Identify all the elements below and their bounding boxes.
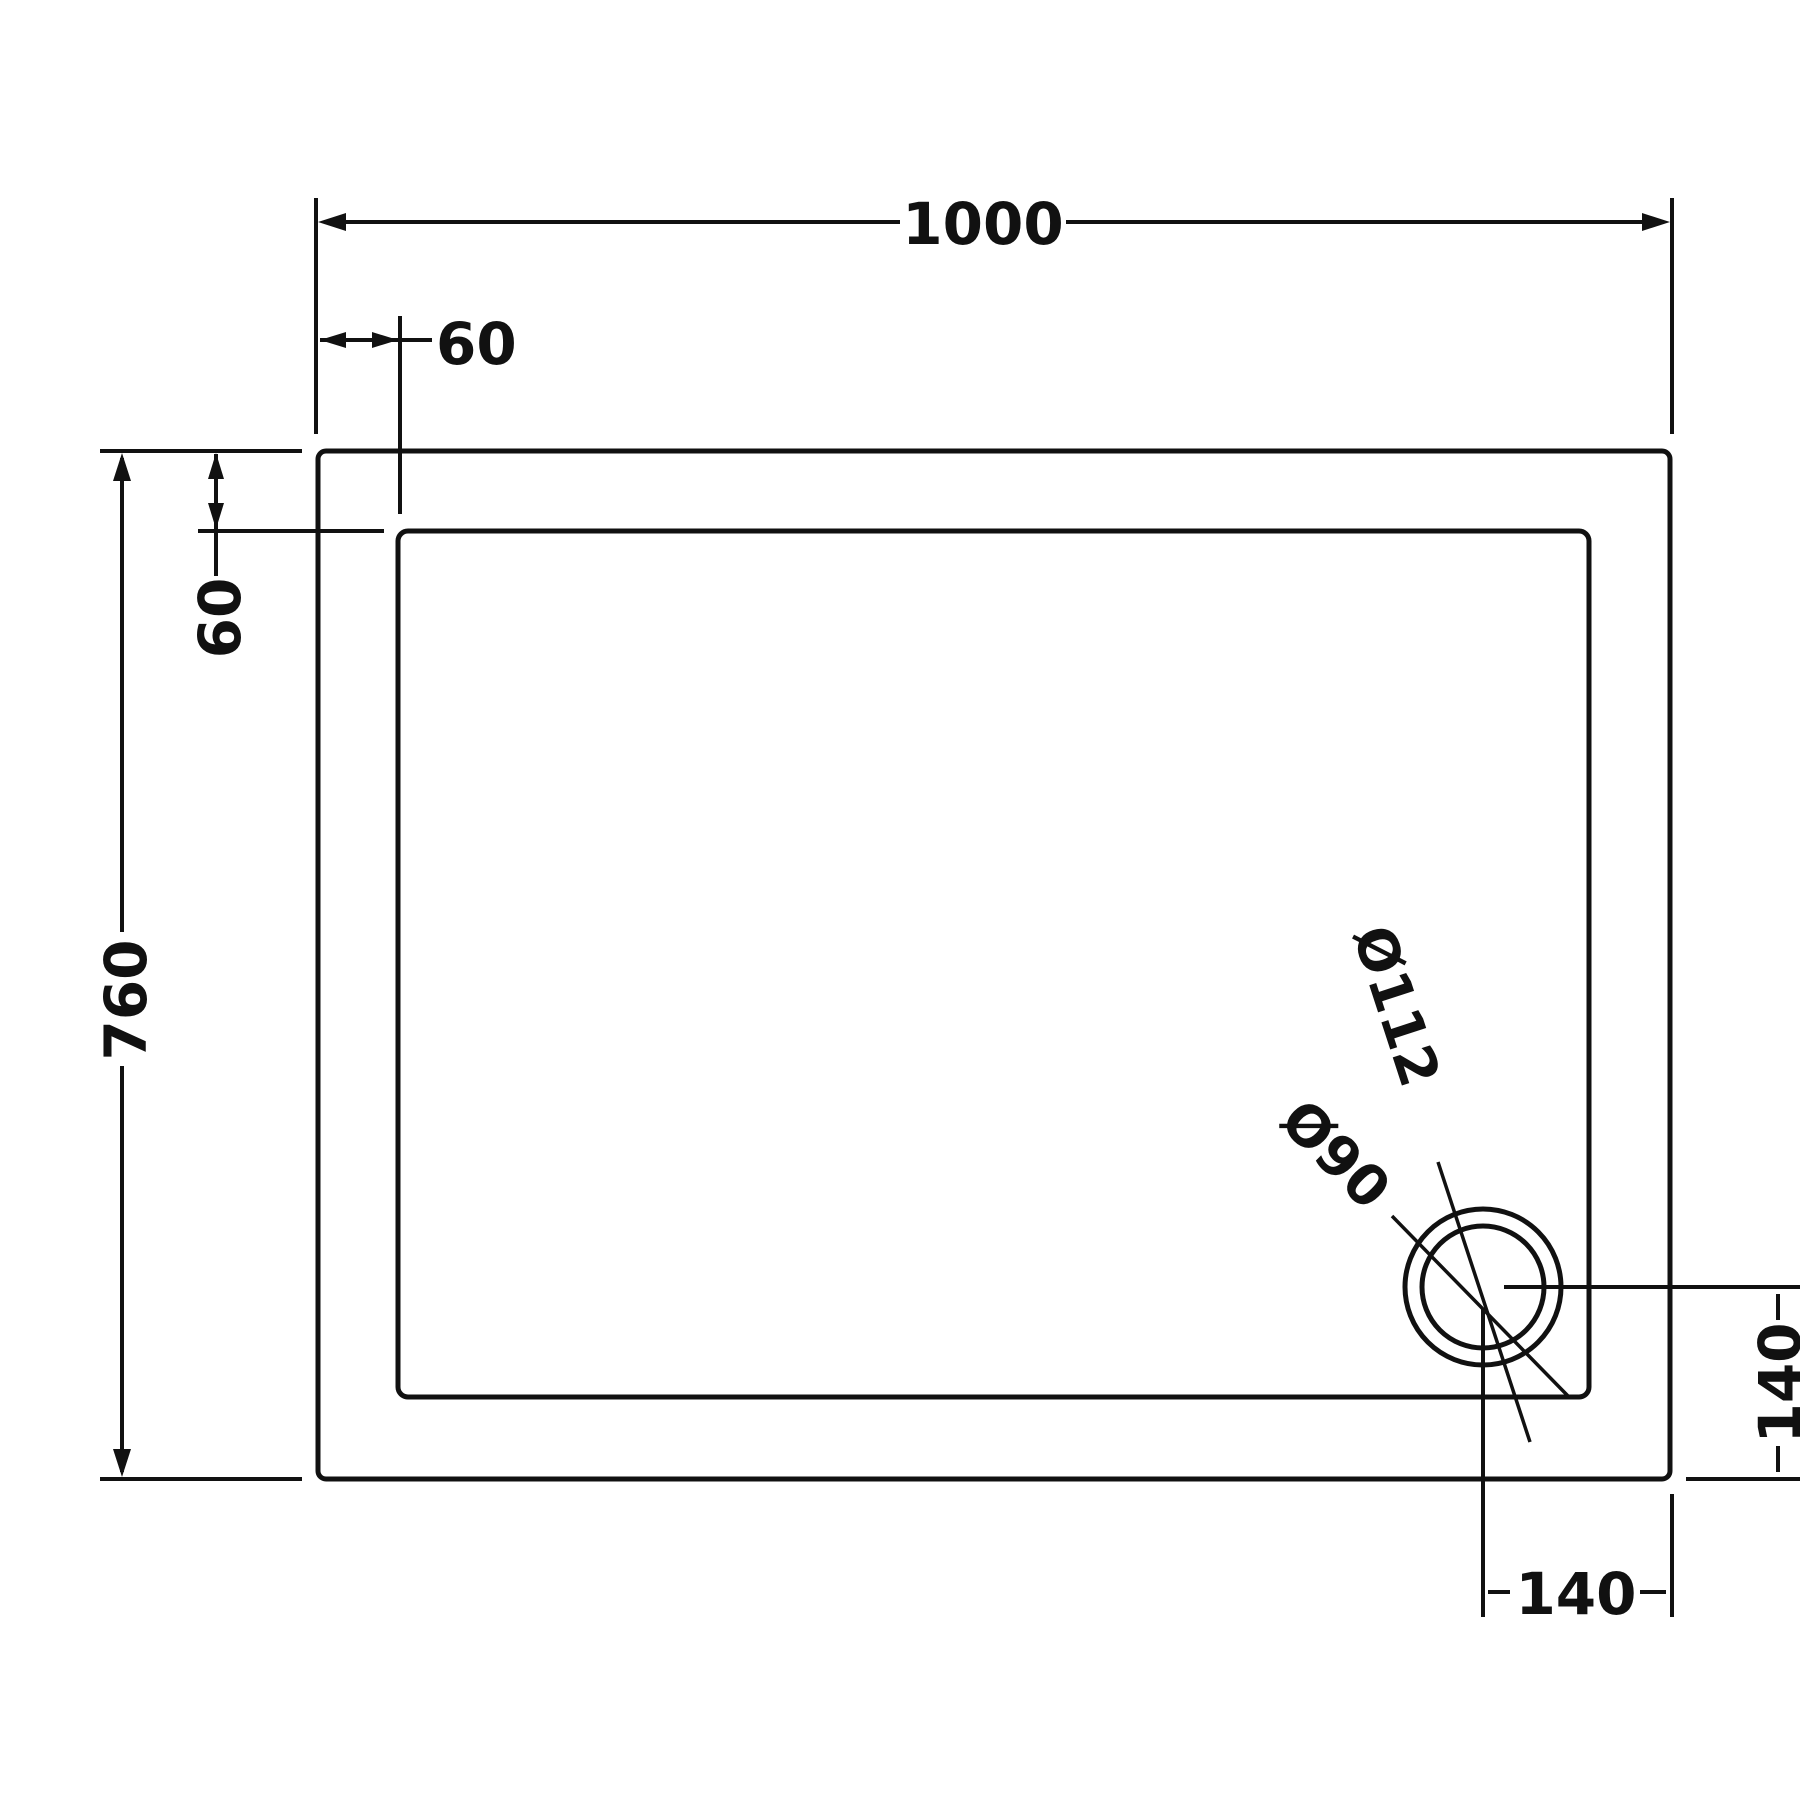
waste-offset-bottom-label: 140 (1746, 1322, 1800, 1443)
rim-width-horizontal-dimension: 60 (320, 310, 517, 514)
rim-arrow-down (208, 503, 224, 529)
waste-offset-bottom-dimension: 140 (1504, 1285, 1800, 1481)
length-arrow-down (113, 1449, 131, 1477)
rim-arrow-up (208, 453, 224, 479)
length-arrow-up (113, 453, 131, 481)
outer-diameter-label: Ø112 (1339, 918, 1452, 1095)
inner-diameter-label: Ø90 (1268, 1088, 1403, 1223)
rim-arrow-right (372, 332, 398, 348)
waste-offset-right-label: 140 (1515, 1560, 1636, 1628)
overall-width-label: 1000 (902, 190, 1063, 258)
overall-width-dimension: 1000 (314, 190, 1674, 434)
rim-width-side-label: 60 (186, 578, 254, 659)
outer-diameter-leader (1436, 1161, 1532, 1443)
inner-diameter-leader (1390, 1214, 1570, 1398)
tray-inner-basin-outline (395, 528, 1592, 1400)
overall-length-label: 760 (92, 939, 160, 1060)
rim-arrow-left (320, 332, 346, 348)
width-arrow-left (318, 213, 346, 231)
waste-diameter-annotations: Ø112 Ø90 (1268, 918, 1570, 1443)
rim-width-top-label: 60 (436, 310, 517, 378)
tray-outer-outline (315, 448, 1673, 1482)
waste-offset-right-dimension: 140 (1481, 1308, 1674, 1628)
rim-width-vertical-dimension: 60 (186, 453, 384, 659)
width-arrow-right (1642, 213, 1670, 231)
overall-length-dimension: 760 (92, 449, 302, 1481)
